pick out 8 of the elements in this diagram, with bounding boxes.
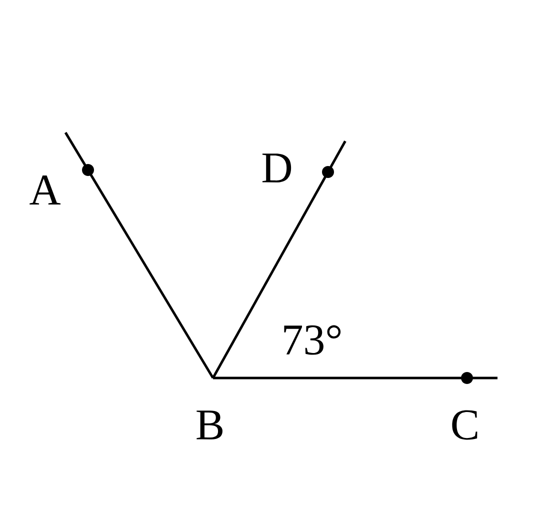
ray-line	[213, 376, 498, 380]
node-label: A	[30, 176, 61, 204]
vertex-point: B	[196, 410, 222, 440]
ray-line	[212, 140, 346, 379]
ray-line	[64, 132, 214, 379]
angle-label: 73°	[284, 325, 341, 355]
node-label: D	[262, 154, 292, 182]
node-label: C	[452, 410, 478, 440]
